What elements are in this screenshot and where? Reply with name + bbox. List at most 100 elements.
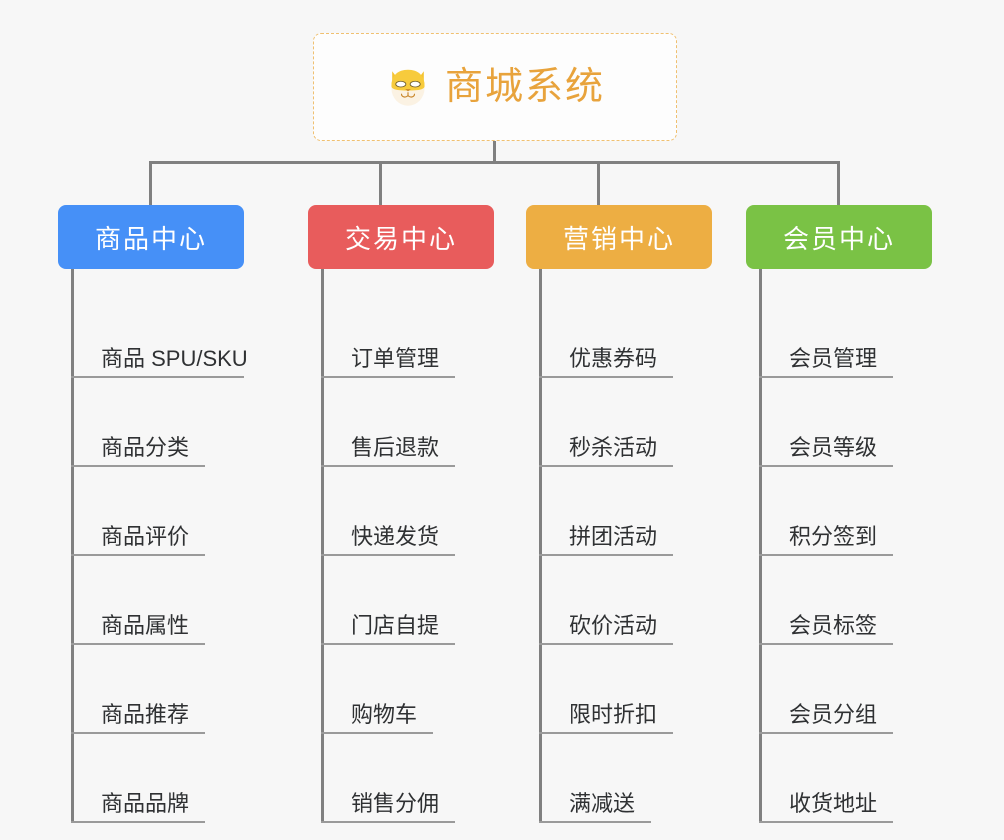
branch-header-label: 会员中心 — [782, 223, 895, 254]
leaf-item-label: 会员管理 — [789, 346, 878, 371]
branch-header-label: 商品中心 — [94, 223, 207, 254]
leaf-item-label: 商品评价 — [101, 524, 190, 549]
leaf-item-rule — [321, 465, 455, 467]
root-node[interactable]: 商城系统 — [313, 33, 677, 141]
leaf-item-label: 购物车 — [351, 702, 418, 727]
leaf-item[interactable]: 限时折扣 — [526, 645, 712, 734]
leaf-item[interactable]: 商品推荐 — [58, 645, 244, 734]
dog-face-icon — [391, 69, 425, 106]
leaf-list: 商品 SPU/SKU 商品分类商品评价商品属性商品推荐商品品牌 — [58, 269, 248, 823]
leaf-item-rule — [539, 376, 673, 378]
leaf-item-rule — [759, 465, 893, 467]
leaf-item-label: 商品 SPU/SKU — [101, 346, 248, 371]
leaf-item[interactable]: 快递发货 — [308, 467, 494, 556]
leaf-item-rule — [71, 376, 244, 378]
leaf-list: 订单管理售后退款快递发货门店自提购物车销售分佣 — [308, 269, 494, 823]
leaf-item-label: 会员分组 — [789, 702, 878, 727]
leaf-item[interactable]: 会员管理 — [746, 289, 932, 378]
connector-trunk — [759, 269, 762, 823]
connector-branch-bar — [149, 161, 840, 164]
leaf-item[interactable]: 商品评价 — [58, 467, 244, 556]
leaf-item-rule — [71, 554, 205, 556]
leaf-item[interactable]: 砍价活动 — [526, 556, 712, 645]
leaf-item[interactable]: 会员分组 — [746, 645, 932, 734]
leaf-item-rule — [321, 732, 433, 734]
leaf-item-label: 积分签到 — [789, 524, 878, 549]
branch-header[interactable]: 商品中心 — [58, 205, 244, 269]
branch-column: 营销中心优惠券码秒杀活动拼团活动砍价活动限时折扣满减送 — [526, 205, 712, 823]
leaf-item-rule — [71, 465, 205, 467]
leaf-item-label: 收货地址 — [789, 791, 878, 816]
branch-header-label: 营销中心 — [562, 223, 675, 254]
leaf-item[interactable]: 商品分类 — [58, 378, 244, 467]
leaf-item[interactable]: 商品品牌 — [58, 734, 244, 823]
leaf-item-rule — [759, 643, 893, 645]
leaf-item[interactable]: 售后退款 — [308, 378, 494, 467]
leaf-item-label: 商品分类 — [101, 435, 190, 460]
leaf-item-label: 砍价活动 — [569, 613, 658, 638]
branch-header[interactable]: 交易中心 — [308, 205, 494, 269]
leaf-list: 会员管理会员等级积分签到会员标签会员分组收货地址 — [746, 269, 932, 823]
branch-column: 交易中心订单管理售后退款快递发货门店自提购物车销售分佣 — [308, 205, 494, 823]
branch-header[interactable]: 会员中心 — [746, 205, 932, 269]
leaf-item-rule — [321, 554, 455, 556]
leaf-item[interactable]: 秒杀活动 — [526, 378, 712, 467]
leaf-item-label: 商品品牌 — [101, 791, 190, 816]
leaf-item-rule — [539, 554, 673, 556]
leaf-item-label: 售后退款 — [351, 435, 440, 460]
connector-drop-2 — [379, 161, 382, 205]
leaf-item[interactable]: 购物车 — [308, 645, 494, 734]
branch-column: 会员中心会员管理会员等级积分签到会员标签会员分组收货地址 — [746, 205, 932, 823]
leaf-item-label: 优惠券码 — [569, 346, 658, 371]
connector-root-stem — [493, 141, 496, 163]
leaf-item-label: 秒杀活动 — [569, 435, 658, 460]
leaf-item[interactable]: 满减送 — [526, 734, 712, 823]
leaf-item-rule — [71, 821, 205, 823]
leaf-item-rule — [759, 376, 893, 378]
leaf-item-rule — [759, 732, 893, 734]
leaf-item[interactable]: 商品属性 — [58, 556, 244, 645]
leaf-item-label: 满减送 — [569, 791, 636, 816]
leaf-item[interactable]: 积分签到 — [746, 467, 932, 556]
connector-trunk — [71, 269, 74, 823]
leaf-item-rule — [539, 643, 673, 645]
leaf-item-label: 拼团活动 — [569, 524, 658, 549]
leaf-item[interactable]: 订单管理 — [308, 289, 494, 378]
connector-trunk — [321, 269, 324, 823]
leaf-item[interactable]: 拼团活动 — [526, 467, 712, 556]
leaf-item-rule — [321, 643, 455, 645]
leaf-item-label: 门店自提 — [351, 613, 440, 638]
leaf-item-rule — [71, 643, 205, 645]
branch-header-label: 交易中心 — [344, 223, 457, 254]
leaf-item[interactable]: 会员标签 — [746, 556, 932, 645]
connector-drop-1 — [149, 161, 152, 205]
leaf-item-label: 订单管理 — [351, 346, 440, 371]
leaf-item-rule — [71, 732, 205, 734]
leaf-list: 优惠券码秒杀活动拼团活动砍价活动限时折扣满减送 — [526, 269, 712, 823]
connector-trunk — [539, 269, 542, 823]
branch-column: 商品中心商品 SPU/SKU 商品分类商品评价商品属性商品推荐商品品牌 — [58, 205, 248, 823]
leaf-item-rule — [759, 554, 893, 556]
leaf-item[interactable]: 销售分佣 — [308, 734, 494, 823]
connector-drop-3 — [597, 161, 600, 205]
leaf-item-label: 商品属性 — [101, 613, 190, 638]
connector-drop-4 — [837, 161, 840, 205]
leaf-item-rule — [321, 376, 455, 378]
leaf-item[interactable]: 收货地址 — [746, 734, 932, 823]
leaf-item-label: 会员标签 — [789, 613, 878, 638]
leaf-item-rule — [539, 465, 673, 467]
leaf-item-rule — [539, 821, 651, 823]
leaf-item[interactable]: 门店自提 — [308, 556, 494, 645]
leaf-item-label: 会员等级 — [789, 435, 878, 460]
leaf-item-rule — [321, 821, 455, 823]
branch-header[interactable]: 营销中心 — [526, 205, 712, 269]
leaf-item-label: 限时折扣 — [569, 702, 658, 727]
leaf-item-rule — [759, 821, 893, 823]
leaf-item-label: 销售分佣 — [351, 791, 440, 816]
leaf-item[interactable]: 优惠券码 — [526, 289, 712, 378]
leaf-item-label: 商品推荐 — [101, 702, 190, 727]
leaf-item-label: 快递发货 — [351, 524, 440, 549]
leaf-item[interactable]: 商品 SPU/SKU — [58, 289, 248, 378]
leaf-item[interactable]: 会员等级 — [746, 378, 932, 467]
